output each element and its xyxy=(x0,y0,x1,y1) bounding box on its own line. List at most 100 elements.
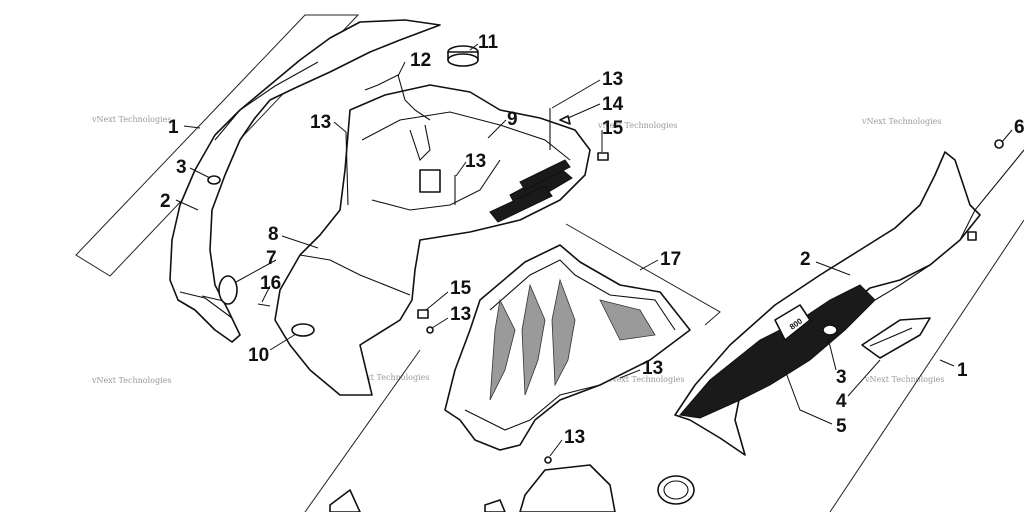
lower-bracket xyxy=(329,489,361,512)
leader-3-right xyxy=(827,337,837,371)
watermark-6: vNext Technologies xyxy=(349,373,429,382)
bolt-16 xyxy=(257,303,271,307)
liner-rib-2 xyxy=(521,283,546,396)
clip-15-b xyxy=(417,309,429,319)
leader-11 xyxy=(469,43,479,51)
leader-13-e xyxy=(619,369,641,379)
callout-3-left: 3 xyxy=(176,157,187,178)
leader-13-b xyxy=(455,161,467,177)
callout-13-c: 13 xyxy=(602,69,623,90)
callout-5: 5 xyxy=(836,416,847,437)
liner-lower-lip xyxy=(464,384,601,431)
leader-1-left xyxy=(183,125,201,129)
leader-lines xyxy=(175,43,1013,457)
callout-13-f: 13 xyxy=(564,427,585,448)
lower-parts xyxy=(329,464,695,512)
liner-inner-rim xyxy=(489,259,676,331)
leader-9 xyxy=(487,119,507,139)
callout-3-right: 3 xyxy=(836,367,847,388)
o-ring-7 xyxy=(218,275,238,305)
watermark-4: vNext Technologies xyxy=(861,117,941,126)
screw-13-d xyxy=(426,326,434,334)
callout-17: 17 xyxy=(660,249,681,270)
callout-13-b: 13 xyxy=(465,151,486,172)
right-panel-crease xyxy=(874,264,931,301)
right-panel-decal-line xyxy=(869,327,913,347)
right-panel-badge xyxy=(774,304,811,341)
screw-13-a xyxy=(345,131,349,206)
callout-1-left: 1 xyxy=(168,117,179,138)
clip-15-a xyxy=(597,152,609,161)
watermark-1: vNext Technologies xyxy=(91,115,171,124)
right-panel-frame xyxy=(829,219,1024,512)
callout-4: 4 xyxy=(836,391,847,412)
callout-7: 7 xyxy=(266,248,277,269)
callout-2-right: 2 xyxy=(800,249,811,270)
inner-liner-17 xyxy=(444,244,691,451)
callout-8: 8 xyxy=(268,224,279,245)
left-side-panel-lower-edge xyxy=(179,291,233,319)
right-side-panel: 800 xyxy=(674,139,1024,456)
leader-12 xyxy=(397,61,406,77)
hood-wiring-bracket xyxy=(409,124,431,162)
leader-13-c xyxy=(551,79,601,109)
wiring-harness-12 xyxy=(364,74,431,121)
callout-16: 16 xyxy=(260,273,281,294)
callout-14: 14 xyxy=(602,94,624,115)
hose-clamp xyxy=(657,475,695,505)
liner-rib-3 xyxy=(551,278,576,387)
hood-inner-contour xyxy=(371,159,501,211)
left-panel-frame xyxy=(75,14,360,277)
leader-13-f xyxy=(549,439,563,457)
hood-vent-stripe-2 xyxy=(489,185,553,223)
callout-13-e: 13 xyxy=(642,358,663,379)
callout-13-d: 13 xyxy=(450,304,471,325)
liner-frame xyxy=(565,223,721,326)
leader-17 xyxy=(639,259,659,271)
liner-rib-4 xyxy=(599,299,656,341)
hood-outline xyxy=(274,84,591,396)
right-panel-grommet-3 xyxy=(822,324,838,336)
washer-14 xyxy=(559,115,571,125)
leader-1-right xyxy=(939,359,955,367)
screws-13 xyxy=(345,108,552,464)
leader-5 xyxy=(784,369,833,425)
liner-rib-1 xyxy=(489,298,516,401)
callout-1-right: 1 xyxy=(957,360,968,381)
callout-15-b: 15 xyxy=(450,278,472,299)
right-panel-clip xyxy=(967,231,977,241)
callout-9: 9 xyxy=(507,109,518,130)
watermark-5: vNext Technologies xyxy=(91,376,171,385)
leader-13-d xyxy=(431,317,449,329)
watermark-8: vNext Technologies xyxy=(864,375,944,384)
hood-windshield-edge xyxy=(361,111,571,161)
hood-vent-stripe-3 xyxy=(519,159,571,191)
hood-bracket xyxy=(419,169,441,193)
air-box-cover xyxy=(519,464,616,512)
leader-6 xyxy=(1001,129,1013,143)
hood-lower-crease xyxy=(299,254,411,296)
lower-frame-line xyxy=(304,349,421,512)
left-side-panel-crease xyxy=(214,61,319,141)
callout-13-a: 13 xyxy=(310,112,331,133)
watermark-7: vNext Technologies xyxy=(604,375,684,384)
leader-15-b xyxy=(425,291,449,311)
callout-11: 11 xyxy=(478,32,499,53)
right-panel-decal-4 xyxy=(861,317,931,359)
callout-2-left: 2 xyxy=(160,191,171,212)
hose-clamp-inner xyxy=(663,480,689,500)
watermark-3: vNext Technologies xyxy=(597,121,677,130)
screw-6 xyxy=(994,139,1004,149)
callout-12: 12 xyxy=(410,50,431,71)
leader-2-right xyxy=(815,261,851,276)
leader-4 xyxy=(847,359,881,397)
leader-7 xyxy=(235,259,277,283)
screw-13-f xyxy=(544,456,552,464)
leader-10 xyxy=(269,333,297,351)
leader-13-a xyxy=(333,121,347,133)
leader-16 xyxy=(261,285,271,303)
left-panel-grommet xyxy=(207,175,221,185)
cap-base xyxy=(447,53,479,67)
leader-2-left xyxy=(175,199,199,211)
